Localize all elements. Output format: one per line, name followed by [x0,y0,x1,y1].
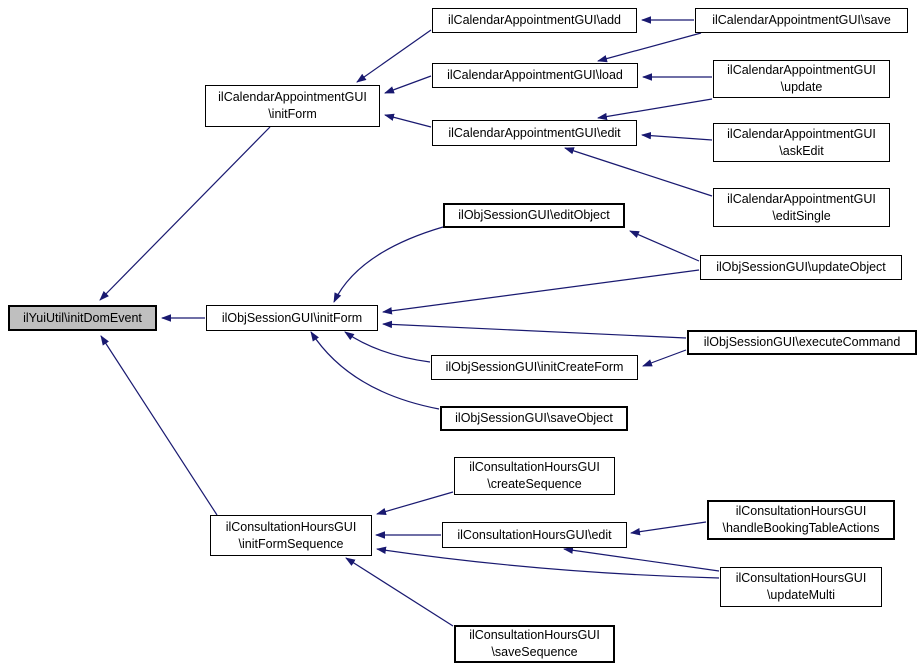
node-con_saveSequence[interactable]: ilConsultationHoursGUI \saveSequence [454,625,615,663]
node-label: \initForm [268,107,317,121]
node-cal_askEdit[interactable]: ilCalendarAppointmentGUI \askEdit [713,123,890,162]
edge-ses_executeCommand-to-ses_initCreateForm [642,349,687,367]
node-con_handleBooking[interactable]: ilConsultationHoursGUI \handleBookingTabl… [707,500,895,540]
edge-con_updateMulti-to-con_initFormSequence [376,546,720,579]
node-label: \updateMulti [766,588,836,602]
node-label: ilConsultationHoursGUI [469,628,600,643]
node-cal_add[interactable]: ilCalendarAppointmentGUI\add [432,8,637,33]
edge-ses_updateObject-to-ses_initForm [382,269,700,315]
node-label: ilObjSessionGUI\initCreateForm [445,360,624,375]
node-label: \saveSequence [491,645,578,659]
edge-ses_saveObject-to-ses_initForm [310,331,440,410]
edge-ses_executeCommand-to-ses_initForm [382,320,687,339]
node-label: ilConsultationHoursGUI [735,504,867,519]
node-label: \createSequence [487,477,582,491]
node-cal_edit[interactable]: ilCalendarAppointmentGUI\edit [432,120,637,146]
node-label: ilObjSessionGUI\saveObject [455,411,613,426]
node-cal_update[interactable]: ilCalendarAppointmentGUI \update [713,60,890,98]
node-cal_load[interactable]: ilCalendarAppointmentGUI\load [432,63,638,88]
node-label: ilCalendarAppointmentGUI [218,90,367,105]
edge-cal_save-to-cal_load [597,32,702,63]
edge-cal_edit-to-cal_initForm [384,113,432,128]
node-label: ilCalendarAppointmentGUI [727,191,876,206]
node-label: ilYuiUtil\initDomEvent [23,310,142,325]
node-cal_initForm[interactable]: ilCalendarAppointmentGUI \initForm [205,85,380,127]
edge-con_initFormSequence-to-yui_initDomEvent [100,335,218,516]
node-ses_editObject[interactable]: ilObjSessionGUI\editObject [443,203,625,228]
edge-ses_updateObject-to-ses_editObject [629,230,700,262]
node-cal_editSingle[interactable]: ilCalendarAppointmentGUI \editSingle [713,188,890,227]
edge-con_updateMulti-to-con_edit [563,546,720,572]
node-yui_initDomEvent[interactable]: ilYuiUtil\initDomEvent [8,305,157,331]
node-ses_initForm[interactable]: ilObjSessionGUI\initForm [206,305,378,331]
node-label: ilObjSessionGUI\editObject [458,208,610,223]
node-con_createSequence[interactable]: ilConsultationHoursGUI \createSequence [454,457,615,495]
node-con_updateMulti[interactable]: ilConsultationHoursGUI \updateMulti [720,567,882,607]
node-label: ilCalendarAppointmentGUI [727,126,876,141]
node-ses_saveObject[interactable]: ilObjSessionGUI\saveObject [440,406,628,431]
node-label: ilObjSessionGUI\executeCommand [703,335,901,350]
edge-con_handleBooking-to-con_edit [630,521,707,536]
edge-con_saveSequence-to-con_initFormSequence [345,557,454,627]
node-label: ilCalendarAppointmentGUI [727,63,876,78]
edge-ses_initCreateForm-to-ses_initForm [344,331,431,363]
node-label: ilCalendarAppointmentGUI\edit [448,125,621,140]
node-label: ilConsultationHoursGUI\edit [457,527,612,542]
node-label: ilConsultationHoursGUI [735,571,867,586]
edge-cal_askEdit-to-cal_edit [641,131,713,141]
node-ses_updateObject[interactable]: ilObjSessionGUI\updateObject [700,255,902,280]
edge-cal_editSingle-to-cal_edit [564,147,713,197]
edge-cal_add-to-cal_initForm [356,29,432,83]
node-ses_executeCommand[interactable]: ilObjSessionGUI\executeCommand [687,330,917,355]
edge-cal_load-to-cal_initForm [384,75,432,94]
edge-ses_editObject-to-ses_initForm [333,226,444,303]
node-ses_initCreateForm[interactable]: ilObjSessionGUI\initCreateForm [431,355,638,380]
node-con_initFormSequence[interactable]: ilConsultationHoursGUI \initFormSequence [210,515,372,556]
node-label: \initFormSequence [238,536,344,551]
node-cal_save[interactable]: ilCalendarAppointmentGUI\save [695,8,908,33]
node-label: ilConsultationHoursGUI [469,460,600,475]
node-label: \handleBookingTableActions [722,521,880,535]
node-label: ilConsultationHoursGUI [225,519,357,534]
node-label: \askEdit [779,143,824,158]
node-label: ilCalendarAppointmentGUI\save [712,13,891,28]
edge-con_createSequence-to-con_initFormSequence [376,491,454,516]
node-label: ilObjSessionGUI\initForm [221,310,363,325]
edge-cal_update-to-cal_edit [597,98,713,121]
node-con_edit[interactable]: ilConsultationHoursGUI\edit [442,522,627,548]
node-label: ilObjSessionGUI\updateObject [716,260,886,275]
node-label: \update [780,80,823,94]
node-label: ilCalendarAppointmentGUI\add [447,13,622,28]
edge-cal_initForm-to-yui_initDomEvent [99,126,271,301]
node-label: \editSingle [772,208,831,223]
node-label: ilCalendarAppointmentGUI\load [447,68,623,83]
